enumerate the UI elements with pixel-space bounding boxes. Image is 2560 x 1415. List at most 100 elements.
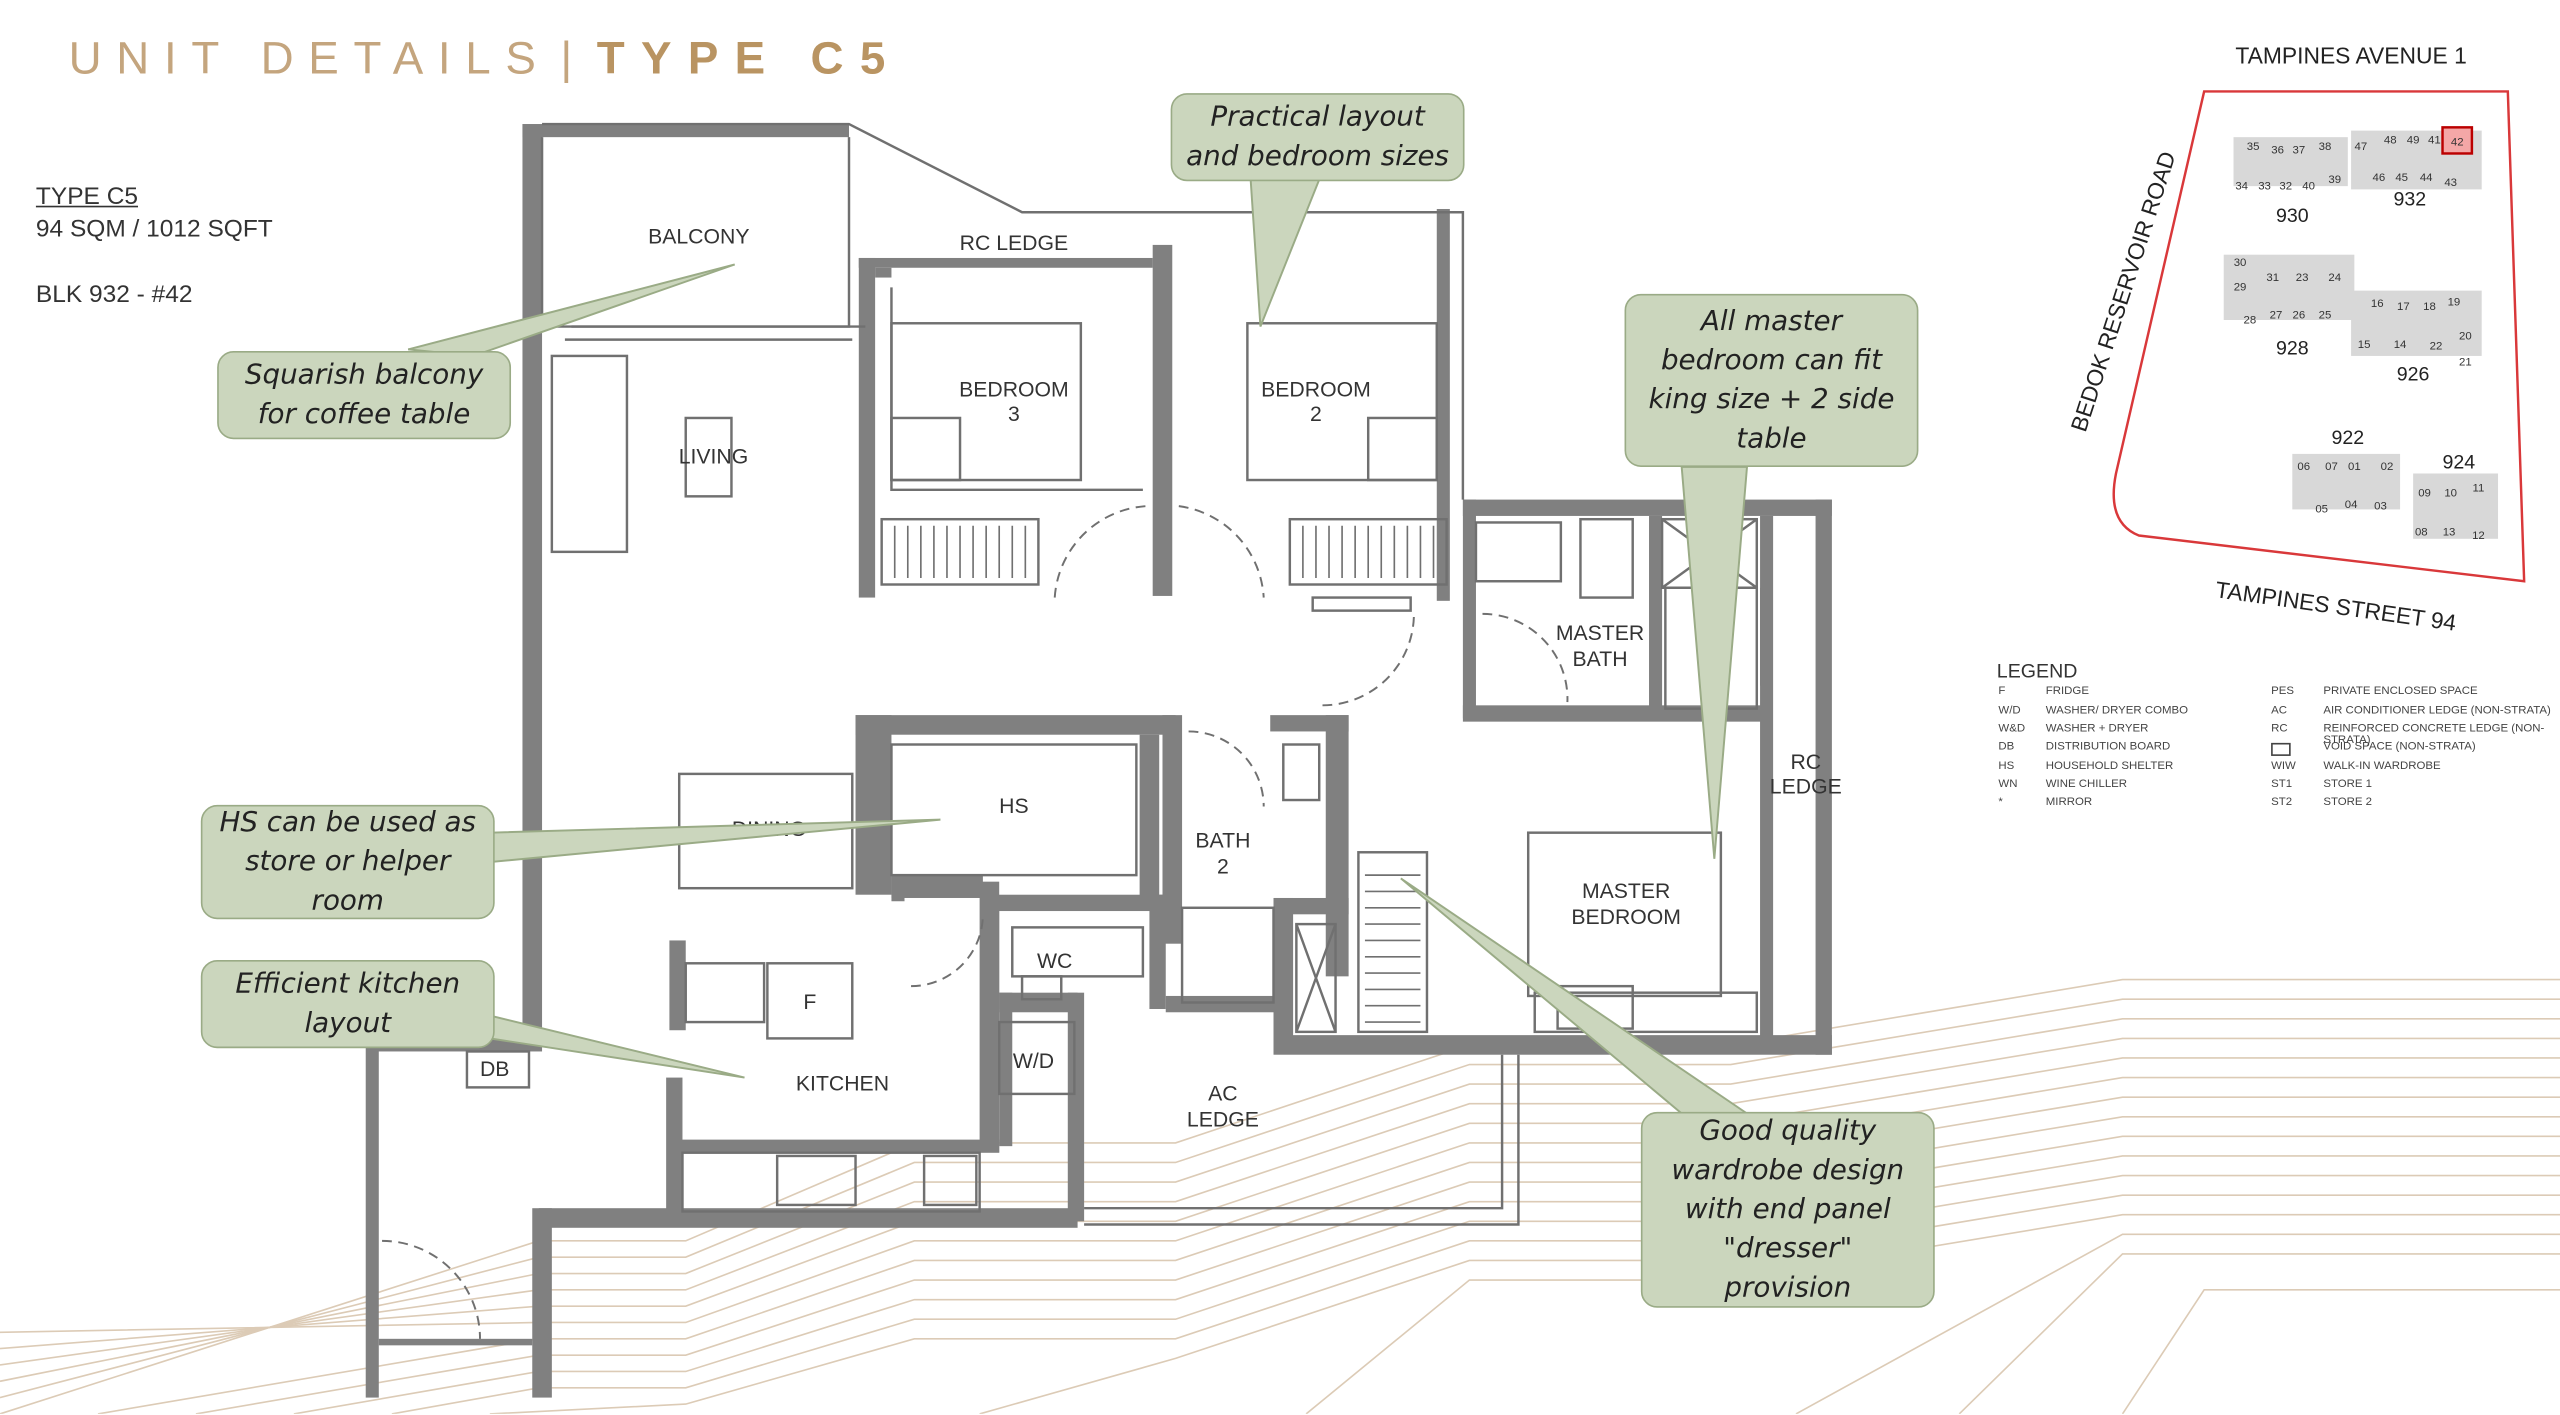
callout-wardrobe-line4: "dresser" [1723, 1232, 1853, 1266]
callout-hs: HS can be used as store or helper room [200, 804, 495, 920]
site-boundary [2112, 90, 2526, 583]
unit-12: 12 [2472, 530, 2485, 542]
road-left-label: BEDOK RESERVOIR ROAD [2065, 148, 2180, 435]
unit-07: 07 [2325, 461, 2338, 473]
legend-key: W&D [1998, 723, 2026, 735]
unit-33: 33 [2258, 180, 2271, 192]
legend-key: * [1998, 796, 2003, 809]
unit-41: 41 [2428, 135, 2441, 147]
legend-key: RC [2271, 723, 2288, 735]
pointer-master [1680, 465, 1749, 859]
title-unit-type: TYPE C5 [596, 32, 902, 84]
unit-26: 26 [2292, 309, 2305, 321]
block-926: 926 [2397, 363, 2430, 385]
unit-48: 48 [2384, 135, 2397, 147]
legend-value: WASHER + DRYER [2045, 723, 2149, 735]
unit-08: 08 [2415, 527, 2428, 539]
unit-13: 13 [2443, 527, 2456, 539]
room-ac-ledge-line2: LEDGE [1187, 1109, 1259, 1132]
unit-type-label: TYPE C5 [35, 182, 139, 211]
legend-key: WN [1998, 778, 2018, 791]
callout-master-line4: table [1736, 422, 1807, 456]
unit-36: 36 [2271, 144, 2284, 156]
callout-master-line3: king size + 2 side [1648, 383, 1895, 417]
legend-title: LEGEND [1996, 659, 2078, 683]
unit-28: 28 [2244, 314, 2257, 326]
unit-31: 31 [2266, 272, 2279, 284]
block-930: 930 [2276, 205, 2309, 227]
callout-master-line1: All master [1700, 305, 1843, 338]
unit-39: 39 [2328, 174, 2341, 186]
unit-10: 10 [2444, 487, 2457, 499]
block-928: 928 [2276, 337, 2309, 359]
legend-value: DISTRIBUTION BOARD [2045, 741, 2171, 753]
callout-wardrobe-line5: provision [1724, 1271, 1852, 1305]
title-separator: | [560, 32, 587, 84]
room-master-bedroom-line1: MASTER [1582, 880, 1670, 903]
unit-35: 35 [2247, 141, 2260, 153]
unit-22: 22 [2430, 340, 2443, 352]
unit-45: 45 [2395, 172, 2408, 184]
room-bath2-line2: 2 [1217, 855, 1229, 878]
callout-balcony-line2: for coffee table [257, 398, 471, 432]
page-title: UNIT DETAILS|TYPE C5 [69, 33, 902, 85]
room-bedroom3-line2: 3 [1008, 403, 1020, 426]
unit-06: 06 [2297, 461, 2310, 473]
callout-hs-line3: room [311, 884, 384, 918]
unit-block-label: BLK 932 - #42 [35, 280, 193, 309]
door-swings [382, 505, 1569, 1339]
callout-wardrobe-line1: Good quality [1699, 1115, 1877, 1148]
building-footprints [2223, 130, 2499, 539]
room-balcony: BALCONY [648, 225, 749, 248]
block-922: 922 [2331, 427, 2364, 449]
unit-47: 47 [2355, 141, 2368, 153]
unit-14: 14 [2394, 339, 2407, 351]
unit-34: 34 [2235, 180, 2248, 192]
walls [365, 124, 1832, 1398]
legend-key: HS [1998, 760, 2015, 773]
unit-25: 25 [2319, 309, 2332, 321]
unit-23: 23 [2296, 272, 2309, 284]
callout-layout-line2: and bedroom sizes [1186, 140, 1450, 174]
callout-master: All master bedroom can fit king size + 2 s… [1624, 293, 1919, 467]
unit-43: 43 [2444, 177, 2457, 189]
unit-11: 11 [2473, 482, 2485, 494]
unit-17: 17 [2397, 301, 2410, 313]
legend-key: DB [1998, 741, 2015, 753]
room-washer-dryer: W/D [1013, 1050, 1054, 1073]
room-ac-ledge-line1: AC [1208, 1082, 1237, 1105]
legend-key: ST1 [2271, 778, 2293, 791]
legend-value: REINFORCED CONCRETE LEDGE (NON-STRATA) [2323, 723, 2545, 747]
callout-layout: Practical layout and bedroom sizes [1170, 93, 1465, 182]
callout-wardrobe-line2: wardrobe design [1671, 1154, 1905, 1187]
callout-master-line2: bedroom can fit [1660, 344, 1882, 378]
legend-key: F [1998, 685, 2006, 698]
unit-37: 37 [2292, 144, 2305, 156]
legend-value: VOID SPACE (NON-STRATA) [2323, 741, 2476, 753]
unit-size-label: 94 SQM / 1012 SQFT [35, 215, 273, 244]
room-rc-ledge-right-line1: RC [1790, 751, 1821, 774]
title-unit-details: UNIT DETAILS [68, 32, 551, 84]
legend-value: STORE 1 [2323, 778, 2373, 791]
unit-30: 30 [2234, 257, 2247, 269]
callout-layout-line1: Practical layout [1210, 101, 1425, 134]
callout-hs-line2: store or helper [245, 845, 451, 879]
unit-03: 03 [2374, 500, 2387, 512]
unit-38: 38 [2319, 141, 2332, 153]
block-924: 924 [2443, 452, 2476, 474]
room-rc-ledge-top: RC LEDGE [960, 232, 1068, 255]
wardrobe-hatching [893, 525, 1435, 1023]
callout-hs-line1: HS can be used as [219, 806, 477, 840]
unit-05: 05 [2315, 504, 2328, 516]
unit-02: 02 [2381, 461, 2394, 473]
room-bedroom3-line1: BEDROOM [959, 379, 1069, 402]
legend-key: W/D [1998, 705, 2021, 717]
callout-kitchen-line2: layout [304, 1007, 392, 1041]
legend-value: PRIVATE ENCLOSED SPACE [2323, 685, 2478, 698]
legend-key: ST2 [2271, 796, 2293, 809]
unit-27: 27 [2270, 309, 2283, 321]
